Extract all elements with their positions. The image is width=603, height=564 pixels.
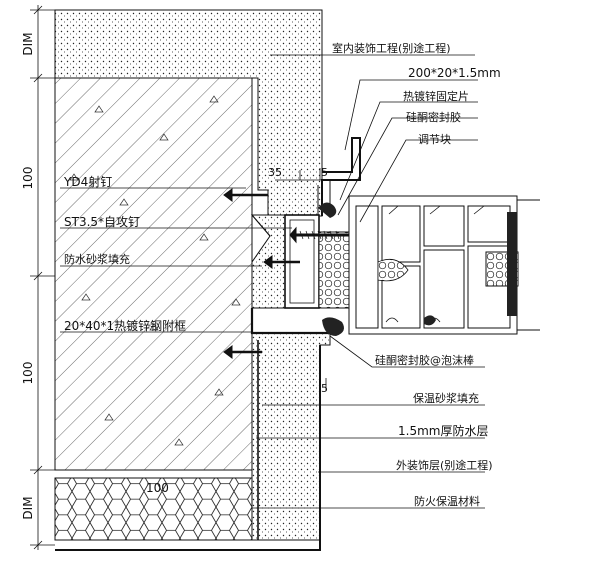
window-glazing-gasket xyxy=(377,212,519,326)
label-sealant-foam: 硅酮密封胶@泡沫棒 xyxy=(375,353,474,367)
dimension-chain-left xyxy=(30,5,55,550)
label-silicone-sealant: 硅酮密封胶 xyxy=(406,110,461,124)
silicone-sealant-top xyxy=(318,202,337,218)
yd-shot-nail-middle xyxy=(263,255,300,269)
st-self-tapping-screw xyxy=(289,226,352,244)
yd-shot-nail-upper xyxy=(223,188,268,202)
label-exterior-finish: 外装饰层(别途工程) xyxy=(396,458,493,472)
concrete-wall xyxy=(54,77,253,471)
dim-gap-5-top: 5 xyxy=(321,166,328,179)
label-fixing-plate-size: 200*20*1.5mm xyxy=(408,66,501,80)
dim-gap-35: 35 xyxy=(268,166,282,179)
fire-insulation-block xyxy=(54,469,253,541)
label-st-screw: ST3.5*自攻钉 xyxy=(64,215,140,229)
label-adjust-block: 调节块 xyxy=(418,133,451,146)
foam-rod-sealant xyxy=(322,317,344,336)
label-insulation-mortar: 保温砂浆填充 xyxy=(413,391,479,405)
label-waterproof-layer: 1.5mm厚防水层 xyxy=(398,423,488,438)
dim-bottom-100: 100 xyxy=(146,481,169,495)
label-yd-nail: YD4射钉 xyxy=(63,174,112,189)
label-interior-finish: 室内装饰工程(别途工程) xyxy=(332,41,451,55)
yd-shot-nail-lower xyxy=(223,345,262,359)
window-sash-extension xyxy=(517,199,540,331)
dim-label-bottom: DIM xyxy=(21,496,35,519)
dim-gap-5-side: 5 xyxy=(321,382,328,395)
dim-label-lower: 100 xyxy=(21,362,35,385)
insulation-mortar-layer xyxy=(55,332,331,551)
adjust-block xyxy=(318,231,350,309)
label-fire-insulation: 防火保温材料 xyxy=(414,494,480,508)
label-fixing-plate: 热镀锌固定片 xyxy=(403,89,469,103)
label-mortar-fill: 防水砂浆填充 xyxy=(64,252,130,266)
leader-lines xyxy=(60,54,485,509)
dim-label-top: DIM xyxy=(21,32,35,55)
dim-label-upper: 100 xyxy=(21,167,35,190)
label-steel-frame: 20*40*1热镀锌钢附框 xyxy=(64,319,186,333)
